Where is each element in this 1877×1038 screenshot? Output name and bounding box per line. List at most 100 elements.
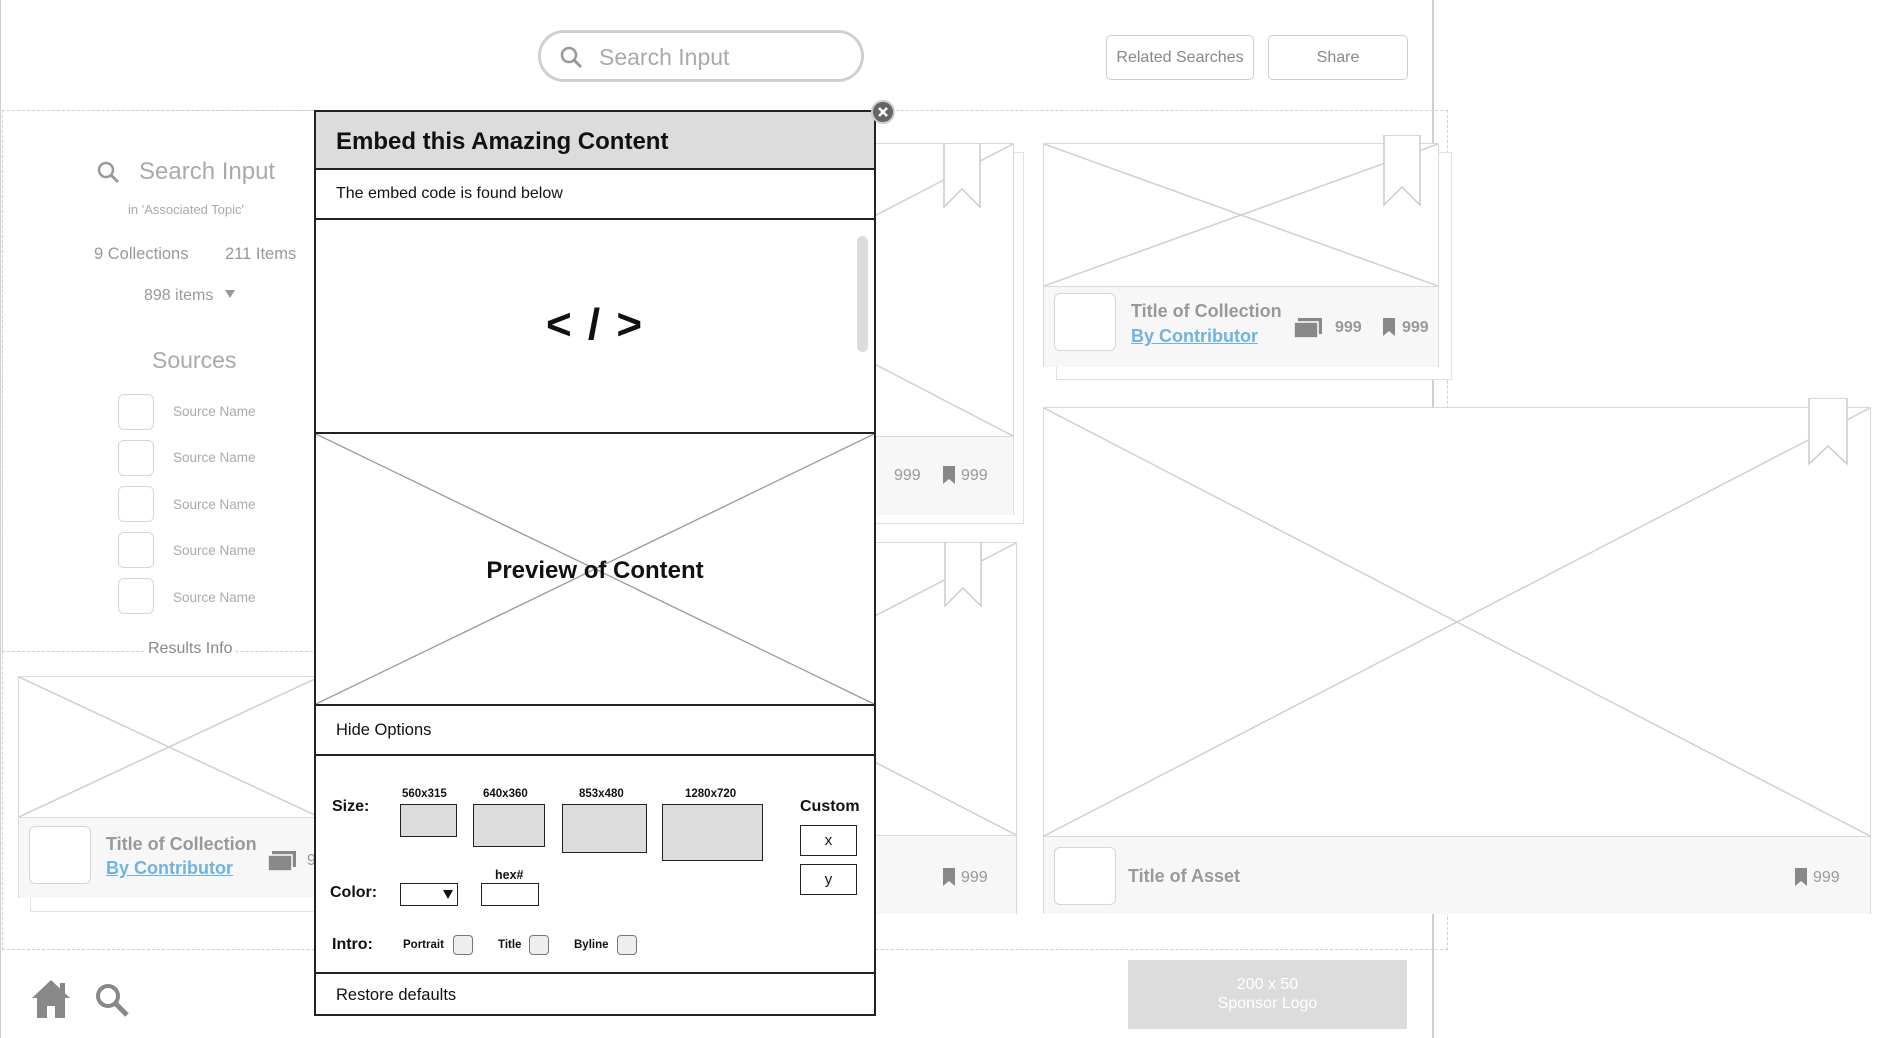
custom-width-input[interactable]: x <box>800 825 857 856</box>
source-label: Source Name <box>173 543 256 558</box>
custom-height-input[interactable]: y <box>800 864 857 895</box>
content-preview: Preview of Content <box>316 434 874 706</box>
intro-portrait-label: Portrait <box>403 939 444 951</box>
related-searches-button[interactable]: Related Searches <box>1106 35 1254 80</box>
avatar <box>1054 293 1116 351</box>
size-option-640[interactable] <box>473 804 545 847</box>
asset-card-mid-bottom[interactable] <box>850 542 1017 914</box>
saves-icon <box>1795 868 1807 886</box>
color-select[interactable] <box>400 883 458 906</box>
size-label-853: 853x480 <box>579 788 624 800</box>
color-label: Color: <box>330 884 378 901</box>
collection-title[interactable]: Title of Collection <box>106 834 257 854</box>
bookmark-icon[interactable] <box>943 143 981 209</box>
preview-label: Preview of Content <box>486 557 704 584</box>
sidebar-search-input[interactable]: Search Input <box>139 158 276 185</box>
embed-code-area[interactable]: < / > <box>316 220 874 434</box>
restore-defaults-button[interactable]: Restore defaults <box>316 974 874 1014</box>
items-icon <box>1294 318 1322 338</box>
sidebar-search-icon[interactable] <box>96 160 120 184</box>
size-option-1280[interactable] <box>662 804 763 861</box>
size-option-853[interactable] <box>562 804 647 853</box>
size-label-1280: 1280x720 <box>685 788 737 800</box>
saves-count-value: 999 <box>1813 869 1840 886</box>
items-count-value: 999 <box>894 467 921 484</box>
code-scrollbar[interactable] <box>857 236 868 352</box>
code-icon: < / > <box>545 300 645 349</box>
sources-heading: Sources <box>152 347 237 373</box>
sort-dropdown-label: 898 items <box>144 287 214 304</box>
image-placeholder <box>19 677 319 817</box>
card-footer <box>851 835 1016 914</box>
asset-card-large[interactable] <box>1043 407 1871 914</box>
modal-subtitle: The embed code is found below <box>336 185 563 202</box>
saves-icon <box>943 868 955 886</box>
close-icon <box>878 107 888 117</box>
hex-input[interactable] <box>481 883 539 906</box>
saves-count-value: 999 <box>1402 319 1429 336</box>
bookmark-icon[interactable] <box>1808 398 1848 466</box>
bookmark-icon[interactable] <box>944 542 982 608</box>
sponsor-label: Sponsor Logo <box>1217 995 1318 1012</box>
source-checkbox[interactable] <box>118 532 154 568</box>
bookmark-icon[interactable] <box>1383 135 1421 207</box>
restore-defaults-label: Restore defaults <box>336 986 457 1004</box>
image-placeholder <box>1044 408 1870 836</box>
items-icon <box>268 851 296 871</box>
source-checkbox[interactable] <box>118 394 154 430</box>
contributor-link[interactable]: By Contributor <box>106 858 233 878</box>
image-placeholder <box>851 144 1013 436</box>
size-label-640: 640x360 <box>483 788 528 800</box>
items-count-value: 999 <box>1335 319 1362 336</box>
saves-icon <box>943 466 955 484</box>
source-label: Source Name <box>173 450 256 465</box>
header-search-placeholder: Search Input <box>599 44 730 70</box>
intro-title-checkbox[interactable] <box>529 935 549 955</box>
sort-dropdown[interactable]: 898 items <box>144 287 236 305</box>
avatar <box>1054 847 1116 905</box>
image-placeholder <box>1044 144 1438 286</box>
intro-title-label: Title <box>498 939 522 951</box>
share-button[interactable]: Share <box>1268 35 1408 80</box>
source-checkbox[interactable] <box>118 578 154 614</box>
page-left-edge <box>0 0 1 1038</box>
intro-label: Intro: <box>332 936 373 953</box>
hex-label: hex# <box>495 868 524 882</box>
preview-placeholder <box>316 434 874 704</box>
intro-byline-checkbox[interactable] <box>617 935 637 955</box>
saves-count-value: 999 <box>961 467 988 484</box>
intro-portrait-checkbox[interactable] <box>453 935 473 955</box>
items-count[interactable]: 211 Items <box>225 245 297 263</box>
intro-byline-label: Byline <box>574 939 609 951</box>
collection-title[interactable]: Title of Collection <box>1131 301 1282 321</box>
avatar <box>29 826 91 884</box>
source-checkbox[interactable] <box>118 440 154 476</box>
sponsor-logo[interactable]: 200 x 50 Sponsor Logo <box>1128 960 1407 1029</box>
modal-header: Embed this Amazing Content <box>316 112 874 170</box>
source-checkbox[interactable] <box>118 486 154 522</box>
caret-down-icon <box>224 290 235 298</box>
hide-options-toggle[interactable]: Hide Options <box>316 706 874 756</box>
custom-label: Custom <box>800 798 860 815</box>
asset-title[interactable]: Title of Asset <box>1128 866 1241 886</box>
size-label: Size: <box>332 798 370 815</box>
size-label-560: 560x315 <box>402 788 447 800</box>
collections-count[interactable]: 9 Collections <box>94 245 189 263</box>
home-icon[interactable] <box>30 978 72 1020</box>
search-icon[interactable] <box>94 982 130 1018</box>
sidebar-dashed-region <box>2 110 313 652</box>
size-option-560[interactable] <box>400 804 457 837</box>
modal-title: Embed this Amazing Content <box>336 128 669 155</box>
saves-icon <box>1383 318 1395 336</box>
contributor-link[interactable]: By Contributor <box>1131 326 1258 346</box>
asset-card-mid-top[interactable] <box>850 143 1014 515</box>
header-search-input[interactable]: Search Input <box>538 30 864 82</box>
results-info-label: Results Info <box>146 640 235 658</box>
source-label: Source Name <box>173 497 256 512</box>
close-button[interactable] <box>871 100 895 124</box>
items-count-value: 9 <box>307 852 316 869</box>
search-icon <box>560 46 583 69</box>
options-panel: Size: 560x315 640x360 853x480 1280x720 C… <box>316 756 874 974</box>
modal-subtitle-row: The embed code is found below <box>316 170 874 220</box>
sidebar-scope-label: in 'Associated Topic' <box>128 202 245 217</box>
